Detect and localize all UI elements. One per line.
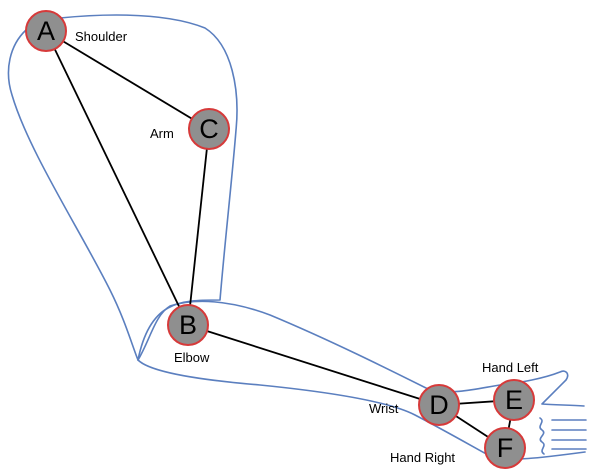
hand-right-label: Hand Right [390, 450, 455, 465]
node-f-circle [484, 427, 526, 469]
fingers-outline [539, 417, 587, 455]
shoulder-label: Shoulder [75, 29, 128, 44]
node-a-circle [25, 10, 67, 52]
hand-left-label: Hand Left [482, 360, 539, 375]
node-b-letter: B [179, 310, 197, 340]
node-e-circle [493, 379, 535, 421]
node-b-circle [167, 304, 209, 346]
node-d-letter: D [429, 390, 449, 420]
edge-a-c [45, 30, 210, 130]
node-d: D [418, 384, 460, 426]
arm-label: Arm [150, 126, 174, 141]
edge-a-b [45, 30, 189, 326]
node-e: E [493, 379, 535, 421]
node-e-letter: E [505, 385, 523, 415]
node-c-letter: C [199, 114, 219, 144]
edge-c-b [187, 128, 210, 326]
node-d-circle [418, 384, 460, 426]
elbow-label: Elbow [174, 350, 210, 365]
node-b: B [167, 304, 209, 346]
node-f-letter: F [497, 433, 514, 463]
upper-arm-outline [7, 14, 238, 361]
forearm-outline [137, 300, 585, 407]
node-a: A [25, 10, 67, 52]
node-c: C [188, 108, 230, 150]
node-c-circle [188, 108, 230, 150]
edge-b-d [187, 324, 440, 406]
wrist-label: Wrist [369, 401, 399, 416]
node-a-letter: A [37, 16, 55, 46]
node-f: F [484, 427, 526, 469]
